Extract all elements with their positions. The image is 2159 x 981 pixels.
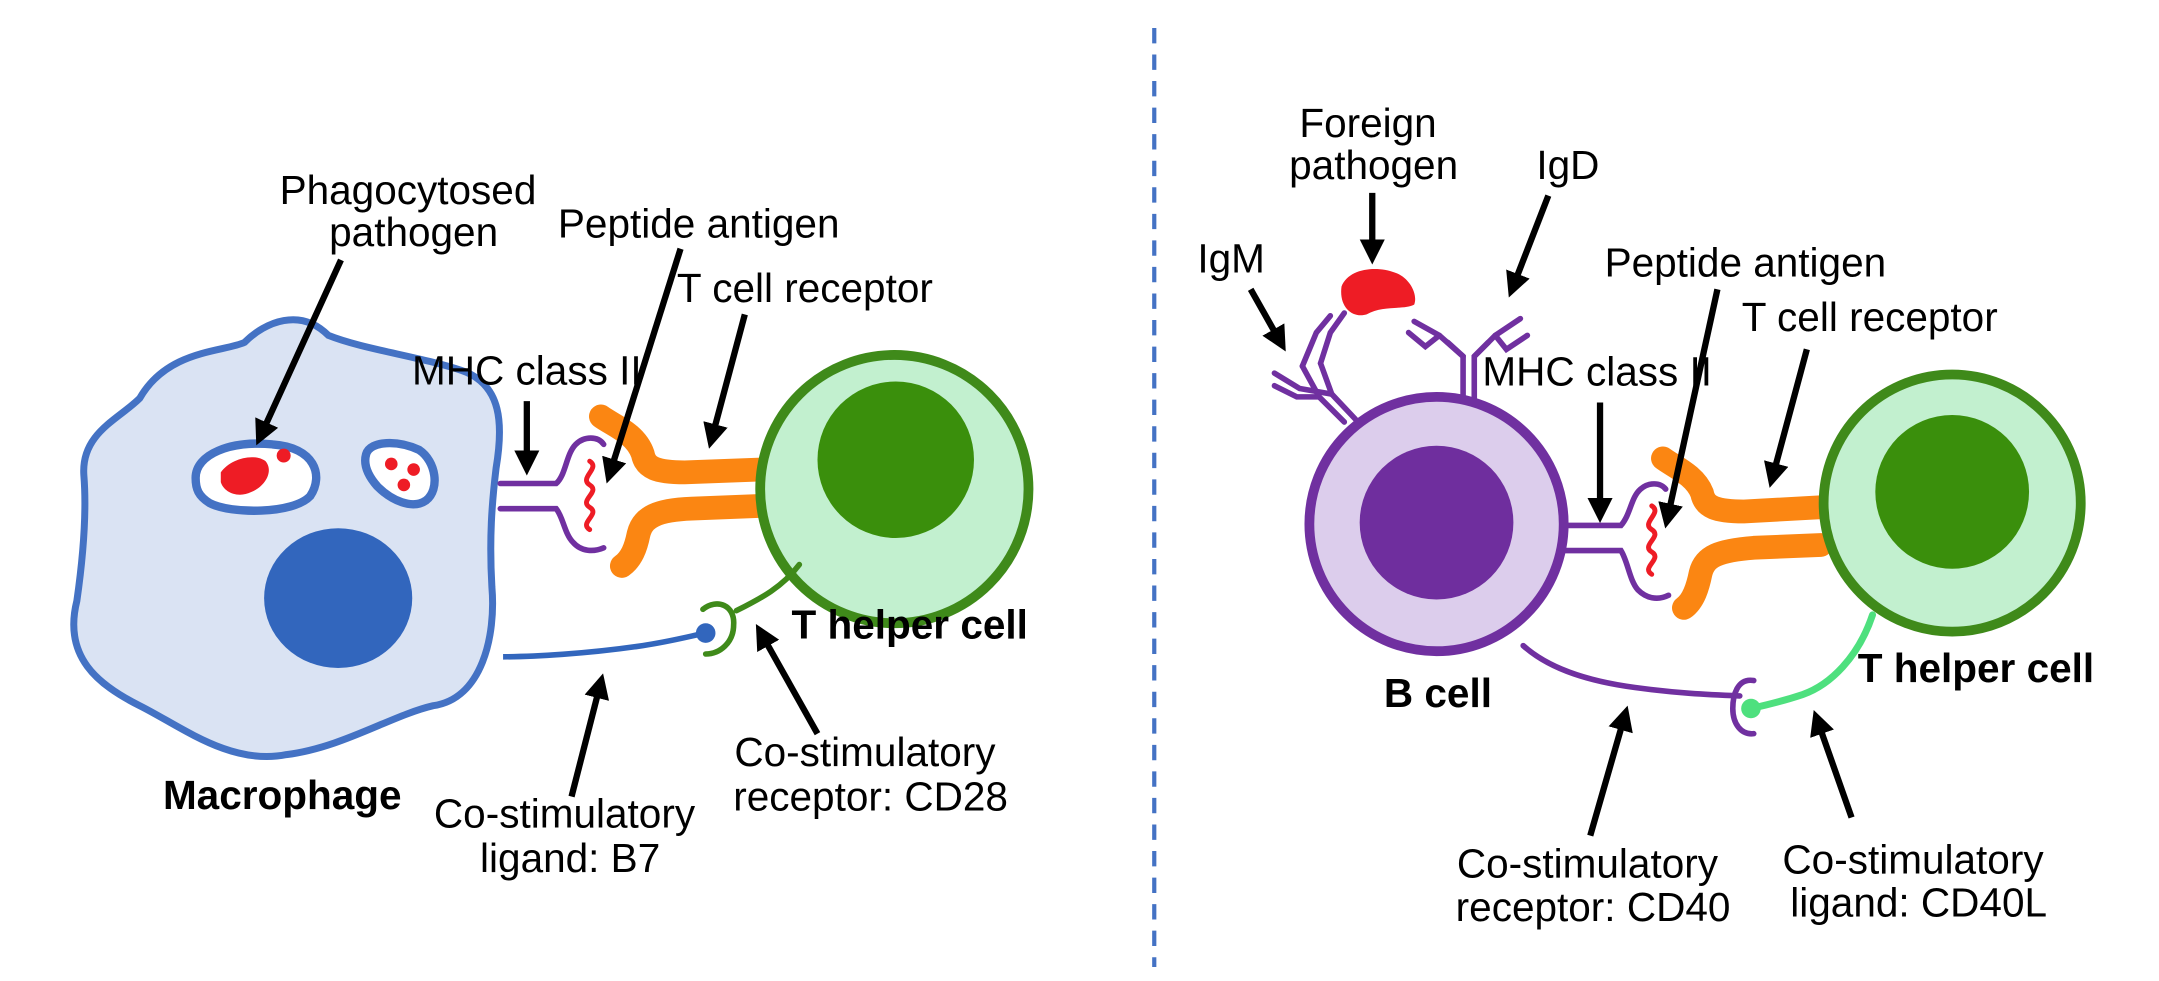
svg-text:Foreign pathogen: Foreign pathogen xyxy=(1289,100,1458,188)
arrow-igd xyxy=(1506,194,1552,298)
label-costim-ligand-b7-2: ligand: B7 xyxy=(480,835,660,881)
arrow-igm xyxy=(1247,287,1286,352)
t-cell-receptor-right xyxy=(1651,446,1833,524)
b7-ligand xyxy=(503,630,707,660)
svg-text:Phagocytosed pathogen: Phagocytosed pathogen xyxy=(280,167,548,255)
b-cell-nucleus xyxy=(1359,445,1514,600)
arrow-t-cell-receptor-right xyxy=(1764,348,1810,488)
svg-text:Co-stimulatory ligand: B: Co-stimulatory ligand: B7 xyxy=(434,790,706,881)
label-macrophage: Macrophage xyxy=(163,772,402,818)
label-b-cell: B cell xyxy=(1384,670,1492,716)
label-costim-receptor-cd28-2: receptor: CD28 xyxy=(733,774,1008,820)
arrow-phagocytosed-pathogen xyxy=(255,258,344,446)
igm-antibody xyxy=(1271,310,1359,425)
macrophage-cell xyxy=(70,316,503,760)
label-foreign-pathogen-1: Foreign xyxy=(1299,100,1436,146)
igd-antibody xyxy=(1405,315,1531,406)
label-costim-receptor-cd28-1: Co-stimulatory xyxy=(734,729,996,775)
label-costim-receptor-cd40-1: Co-stimulatory xyxy=(1457,841,1719,887)
arrow-costim-receptor-cd40 xyxy=(1587,705,1633,837)
foreign-pathogen xyxy=(1341,268,1416,316)
label-t-cell-receptor-right: T cell receptor xyxy=(1742,294,1998,340)
label-igd: IgD xyxy=(1536,142,1599,188)
label-t-helper-cell-right: T helper cell xyxy=(1858,645,2094,691)
mhc-class-ii-right xyxy=(1562,481,1672,601)
label-t-cell-receptor-left: T cell receptor xyxy=(677,265,933,311)
svg-text:Co-stimulatory ligand: C: Co-stimulatory ligand: CD40L xyxy=(1782,836,2054,925)
arrow-peptide-antigen-right xyxy=(1658,288,1721,529)
label-mhc-class-ii-right: MHC class II xyxy=(1482,349,1712,395)
right-panel: Foreign pathogen IgD IgM Peptide antigen… xyxy=(1197,100,2094,930)
label-costim-ligand-cd40l-2: ligand: CD40L xyxy=(1790,880,2047,926)
label-foreign-pathogen-2: pathogen xyxy=(1289,142,1458,188)
arrow-t-cell-receptor-left xyxy=(703,313,748,449)
cd40-receptor xyxy=(1520,642,1757,737)
arrow-peptide-antigen-left xyxy=(602,247,684,484)
cd28-receptor xyxy=(700,561,803,657)
label-costim-ligand-b7-1: Co-stimulatory xyxy=(434,790,696,836)
label-igm: IgM xyxy=(1197,236,1265,282)
macrophage-nucleus xyxy=(264,528,413,668)
peptide-antigen-right xyxy=(1646,503,1658,577)
label-phagocytosed-pathogen-1: Phagocytosed xyxy=(280,167,537,213)
cd40l-ligand xyxy=(1747,611,1877,712)
arrow-costim-ligand-b7 xyxy=(568,673,610,798)
label-t-helper-cell-left: T helper cell xyxy=(791,602,1027,648)
phagosome-1 xyxy=(191,439,321,515)
label-peptide-antigen-right: Peptide antigen xyxy=(1605,240,1887,286)
mhc-class-ii xyxy=(497,435,607,554)
left-panel: Phagocytosed pathogen Peptide antigen T … xyxy=(70,167,1034,881)
label-costim-receptor-cd40-2: receptor: CD40 xyxy=(1456,884,1731,930)
arrow-costim-ligand-cd40l xyxy=(1810,709,1855,819)
svg-text:Co-stimulatory receptor:: Co-stimulatory receptor: CD28 xyxy=(733,729,1008,820)
t-helper-cell-nucleus-right xyxy=(1875,415,2030,569)
phagosome-2 xyxy=(361,438,439,509)
peptide-antigen xyxy=(584,458,596,533)
arrow-costim-receptor-cd28 xyxy=(755,623,821,736)
t-cell-receptor xyxy=(589,404,774,485)
t-helper-cell-nucleus xyxy=(817,381,974,539)
svg-text:Co-stimulatory receptor:: Co-stimulatory receptor: CD40 xyxy=(1456,841,1731,930)
label-peptide-antigen-left: Peptide antigen xyxy=(558,201,840,247)
label-costim-ligand-cd40l-1: Co-stimulatory xyxy=(1782,836,2044,882)
label-phagocytosed-pathogen-2: pathogen xyxy=(329,209,498,255)
label-mhc-class-ii-left: MHC class II xyxy=(412,347,642,393)
